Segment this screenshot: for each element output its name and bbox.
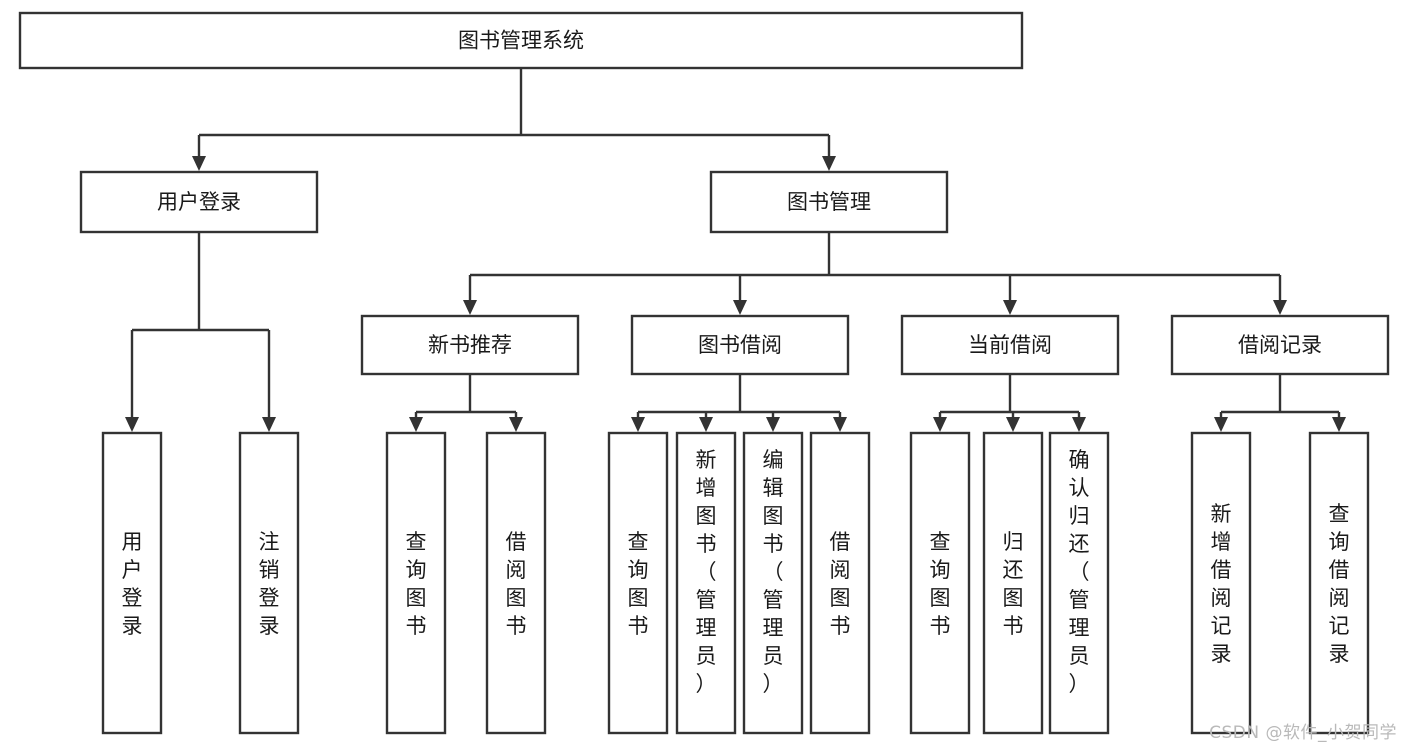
leaf-node-1-rect xyxy=(238,431,300,735)
leaf-node-3-label: 借阅图书 xyxy=(506,530,527,638)
leaf-node-9-rect xyxy=(982,431,1044,735)
level3-node-3-label: 借阅记录 xyxy=(1238,333,1322,357)
leaf-node-5-label: 新增图书（管理员） xyxy=(696,448,717,696)
leaf-node-0-rect xyxy=(101,431,163,735)
arrow-down-icon-book-mgmt-0 xyxy=(463,300,477,315)
leaf-node-8-rect xyxy=(909,431,971,735)
leaf-node-10-label: 确认归还（管理员） xyxy=(1069,448,1090,696)
level3-node-0[interactable]: 新书推荐 xyxy=(360,314,580,376)
leaf-node-11-label: 新增借阅记录 xyxy=(1211,502,1232,666)
leaf-node-5-rect xyxy=(675,431,737,735)
leaf-node-0-label: 用户登录 xyxy=(122,530,143,638)
leaf-node-4[interactable]: 查询图书 xyxy=(607,431,669,735)
arrow-down-icon-l3-3-1 xyxy=(1332,417,1346,432)
leaf-node-2-rect xyxy=(385,431,447,735)
level3-node-1-label: 图书借阅 xyxy=(698,333,782,357)
leaf-node-8[interactable]: 查询图书 xyxy=(909,431,971,735)
level3-node-0-rect xyxy=(360,314,580,376)
leaf-node-12-label: 查询借阅记录 xyxy=(1329,502,1350,666)
leaf-node-6-label: 编辑图书（管理员） xyxy=(763,448,784,696)
leaf-node-10[interactable]: 确认归还（管理员） xyxy=(1048,431,1110,735)
arrow-down-icon-root-0 xyxy=(192,156,206,171)
csdn-watermark: CSDN @软件_小贺同学 xyxy=(1209,723,1397,743)
arrow-down-icon-l3-2-0 xyxy=(933,417,947,432)
leaf-node-12-rect xyxy=(1308,431,1370,735)
arrow-down-icon-l3-0-0 xyxy=(409,417,423,432)
leaf-node-1-label: 注销登录 xyxy=(259,530,280,638)
arrow-down-icon-root-1 xyxy=(822,156,836,171)
leaf-node-6[interactable]: 编辑图书（管理员） xyxy=(742,431,804,735)
leaf-node-4-rect xyxy=(607,431,669,735)
level3-node-1-rect xyxy=(630,314,850,376)
leaf-node-2-label: 查询图书 xyxy=(406,530,427,638)
leaf-node-1[interactable]: 注销登录 xyxy=(238,431,300,735)
root-node-book-management-system-label: 图书管理系统 xyxy=(458,29,584,53)
arrow-down-icon-l3-0-1 xyxy=(509,417,523,432)
arrow-down-icon-user-login-0 xyxy=(125,417,139,432)
level2-node-1-label: 图书管理 xyxy=(787,190,871,214)
level3-node-2-rect xyxy=(900,314,1120,376)
level3-node-1[interactable]: 图书借阅 xyxy=(630,314,850,376)
arrow-down-icon-book-mgmt-3 xyxy=(1273,300,1287,315)
arrow-down-icon-book-mgmt-1 xyxy=(733,300,747,315)
arrow-down-icon-l3-1-1 xyxy=(699,417,713,432)
level3-node-2-label: 当前借阅 xyxy=(968,333,1052,357)
leaf-node-3[interactable]: 借阅图书 xyxy=(485,431,547,735)
leaf-node-12[interactable]: 查询借阅记录 xyxy=(1308,431,1370,735)
box-layer: 图书管理系统用户登录图书管理新书推荐图书借阅当前借阅借阅记录用户登录注销登录查询… xyxy=(18,11,1390,735)
arrow-down-icon-l3-1-0 xyxy=(631,417,645,432)
leaf-node-7-rect xyxy=(809,431,871,735)
level2-node-0-label: 用户登录 xyxy=(157,190,241,214)
level3-node-0-label: 新书推荐 xyxy=(428,333,512,357)
connector-layer xyxy=(125,68,1346,432)
leaf-node-7-label: 借阅图书 xyxy=(830,530,851,638)
arrow-down-icon-user-login-1 xyxy=(262,417,276,432)
arrow-down-icon-l3-3-0 xyxy=(1214,417,1228,432)
level2-node-0[interactable]: 用户登录 xyxy=(79,170,319,234)
leaf-node-5[interactable]: 新增图书（管理员） xyxy=(675,431,737,735)
level2-node-1[interactable]: 图书管理 xyxy=(709,170,949,234)
leaf-node-0[interactable]: 用户登录 xyxy=(101,431,163,735)
leaf-node-9[interactable]: 归还图书 xyxy=(982,431,1044,735)
level3-node-2[interactable]: 当前借阅 xyxy=(900,314,1120,376)
root-node-book-management-system[interactable]: 图书管理系统 xyxy=(18,11,1024,70)
level3-node-3[interactable]: 借阅记录 xyxy=(1170,314,1390,376)
leaf-node-2[interactable]: 查询图书 xyxy=(385,431,447,735)
leaf-node-7[interactable]: 借阅图书 xyxy=(809,431,871,735)
leaf-node-11[interactable]: 新增借阅记录 xyxy=(1190,431,1252,735)
leaf-node-8-label: 查询图书 xyxy=(930,530,951,638)
root-node-book-management-system-rect xyxy=(18,11,1024,70)
leaf-node-3-rect xyxy=(485,431,547,735)
leaf-node-10-rect xyxy=(1048,431,1110,735)
arrow-down-icon-book-mgmt-2 xyxy=(1003,300,1017,315)
arrow-down-icon-l3-2-1 xyxy=(1006,417,1020,432)
leaf-node-11-rect xyxy=(1190,431,1252,735)
level2-node-1-rect xyxy=(709,170,949,234)
level3-node-3-rect xyxy=(1170,314,1390,376)
leaf-node-6-rect xyxy=(742,431,804,735)
leaf-node-9-label: 归还图书 xyxy=(1003,530,1024,638)
arrow-down-icon-l3-1-3 xyxy=(833,417,847,432)
leaf-node-4-label: 查询图书 xyxy=(628,530,649,638)
arrow-down-icon-l3-1-2 xyxy=(766,417,780,432)
arrow-down-icon-l3-2-2 xyxy=(1072,417,1086,432)
level2-node-0-rect xyxy=(79,170,319,234)
